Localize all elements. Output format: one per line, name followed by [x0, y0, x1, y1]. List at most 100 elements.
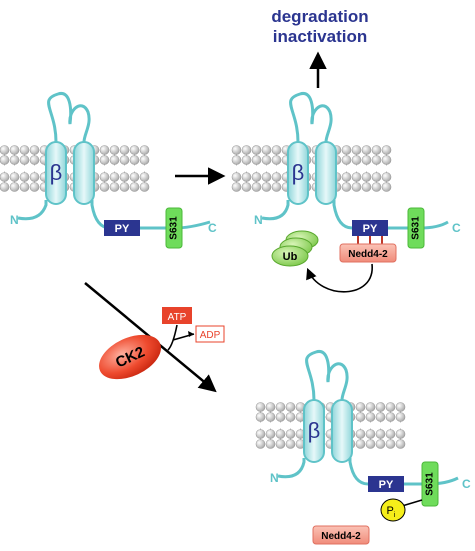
lipid-head — [231, 155, 242, 165]
py-motif — [352, 220, 388, 236]
channel-phosphorylated: β N PY S631 C Pi Nedd4-2 — [255, 349, 471, 545]
lipid-head — [261, 155, 272, 165]
lipid-head — [109, 155, 120, 165]
lipid-head — [0, 182, 10, 192]
adp-arrowhead — [188, 331, 194, 337]
lipid-head — [231, 172, 242, 182]
lipid-head — [355, 429, 366, 439]
lipid-head — [275, 429, 286, 439]
beta-label: β — [50, 160, 63, 185]
lipid-head — [251, 182, 262, 192]
lipid-head — [19, 182, 30, 192]
lipid-head — [371, 172, 382, 182]
lipid-head — [361, 182, 372, 192]
lipid-head — [351, 145, 362, 155]
lipid-head — [119, 145, 130, 155]
lipid-head — [29, 172, 40, 182]
lipid-head — [241, 155, 252, 165]
lipid-head — [139, 155, 150, 165]
lipid-head — [365, 402, 376, 412]
helix-2 — [331, 399, 353, 463]
lipid-head — [365, 429, 376, 439]
lipid-head — [271, 155, 282, 165]
lipid-head — [381, 182, 392, 192]
adp-label: ADP — [200, 330, 221, 341]
lipid-head — [285, 402, 296, 412]
atp-box — [162, 307, 192, 324]
lipid-head — [99, 145, 110, 155]
lipid-head — [241, 172, 252, 182]
lipid-head — [371, 182, 382, 192]
lipid-head — [19, 172, 30, 182]
lipid-head — [129, 172, 140, 182]
py-motif — [104, 220, 140, 236]
lipid-head — [265, 429, 276, 439]
lipid-head — [251, 172, 262, 182]
lipid-head — [9, 172, 20, 182]
lipid-head — [261, 145, 272, 155]
lipid-head — [19, 155, 30, 165]
lipid-head — [29, 182, 40, 192]
ub-label: Ub — [283, 251, 298, 263]
outcome-line-2: inactivation — [273, 27, 367, 46]
lipid-head — [265, 402, 276, 412]
lipid-head — [381, 155, 392, 165]
lipid-head — [355, 439, 366, 449]
lipid-head — [371, 145, 382, 155]
py-label: PY — [115, 223, 130, 235]
lipid-head — [99, 172, 110, 182]
lipid-head — [355, 412, 366, 422]
s631-site — [421, 461, 439, 507]
s631-site — [407, 207, 425, 249]
lipid-head — [275, 439, 286, 449]
py-motif — [368, 476, 404, 492]
lipid-head — [271, 182, 282, 192]
extracellular-loop — [305, 349, 349, 401]
membrane-bilayer — [255, 402, 406, 449]
lipid-head — [241, 182, 252, 192]
lipid-head — [375, 402, 386, 412]
lipid-head — [265, 439, 276, 449]
lipid-head — [29, 145, 40, 155]
lipid-head — [385, 402, 396, 412]
kinase-reaction: CK2 ATP ADP — [99, 307, 225, 380]
lipid-head — [395, 412, 406, 422]
atp-to-adp-arrow — [167, 324, 195, 351]
lipid-head — [255, 439, 266, 449]
helix-1 — [287, 141, 309, 205]
lipid-head — [109, 172, 120, 182]
n-terminus-label: N — [254, 213, 263, 227]
lipid-head — [109, 145, 120, 155]
c-terminus-label: C — [208, 221, 217, 235]
lipid-head — [0, 155, 10, 165]
lipid-head — [375, 429, 386, 439]
lipid-head — [251, 145, 262, 155]
lipid-head — [285, 412, 296, 422]
lipid-head — [381, 145, 392, 155]
lipid-head — [139, 145, 150, 155]
lipid-head — [129, 145, 140, 155]
lipid-head — [9, 155, 20, 165]
lipid-head — [119, 172, 130, 182]
lipid-head — [261, 172, 272, 182]
lipid-head — [351, 155, 362, 165]
lipid-head — [341, 172, 352, 182]
lipid-head — [361, 155, 372, 165]
lipid-head — [361, 172, 372, 182]
lipid-head — [29, 155, 40, 165]
helix-1 — [303, 399, 325, 463]
channel-unmodified: β N PY S631 C — [0, 91, 217, 249]
lipid-head — [395, 439, 406, 449]
lipid-head — [361, 145, 372, 155]
phosphate-link — [401, 499, 423, 507]
nedd4-2-ligase — [339, 243, 397, 263]
lipid-head — [375, 439, 386, 449]
lipid-head — [261, 182, 272, 192]
extracellular-loop — [289, 91, 333, 143]
lipid-head — [381, 172, 392, 182]
lipid-head — [99, 155, 110, 165]
lipid-head — [341, 155, 352, 165]
lipid-head — [9, 182, 20, 192]
beta-label: β — [308, 418, 321, 443]
